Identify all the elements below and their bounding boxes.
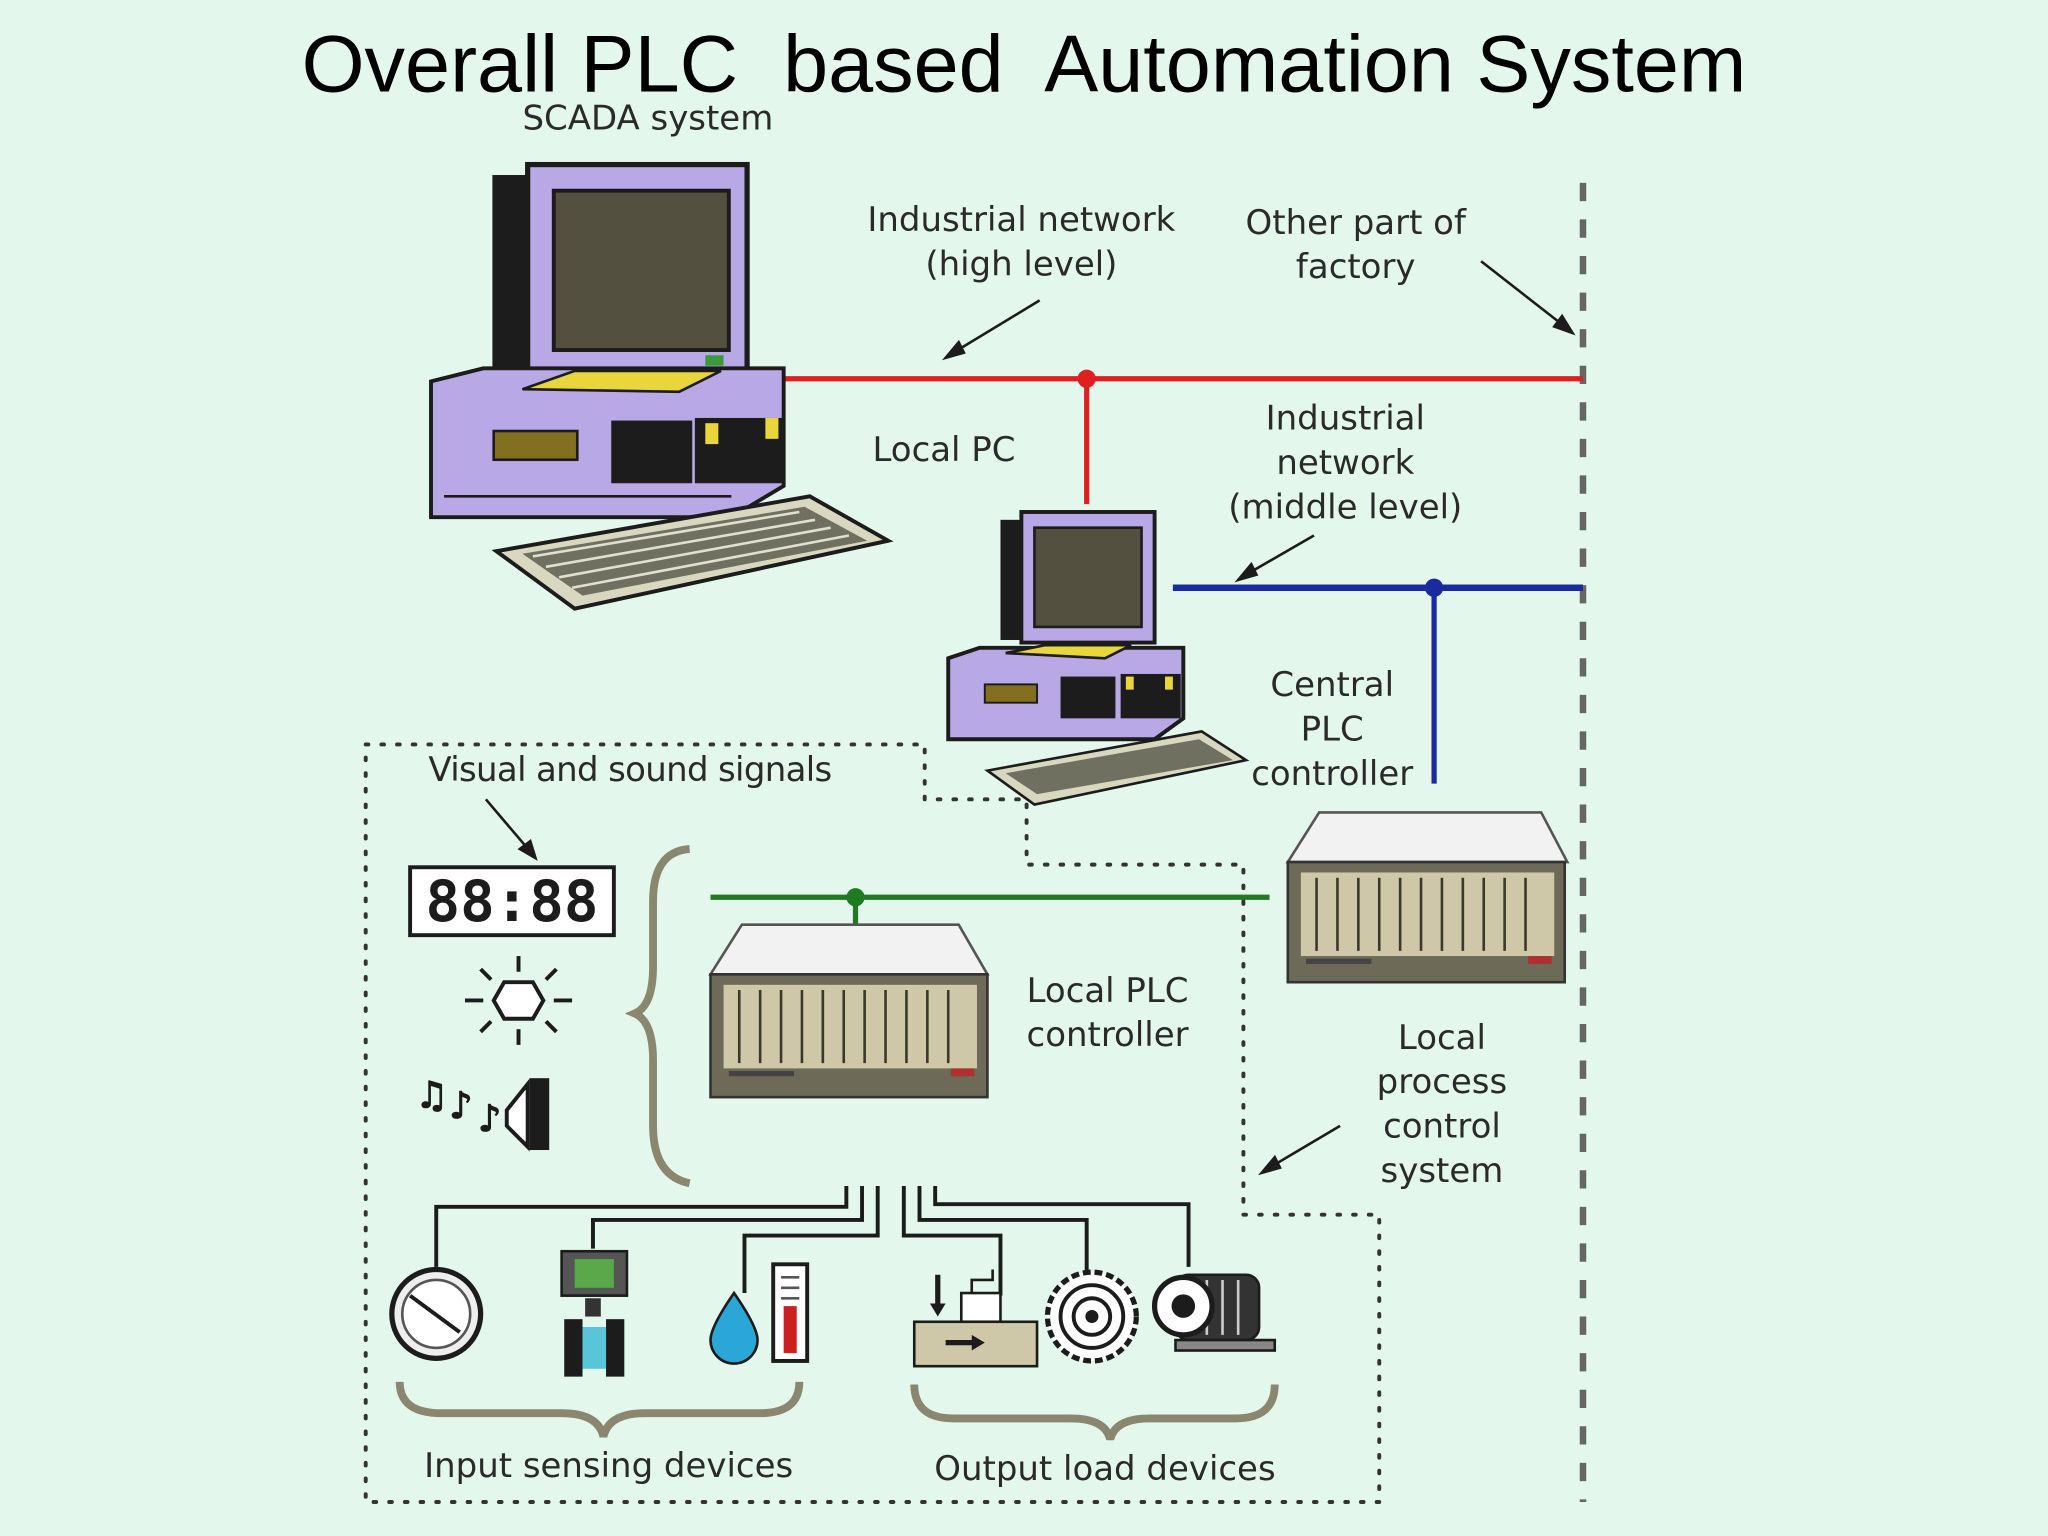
output-devices-brace	[910, 1384, 1279, 1441]
visual-sound-signals-label: Visual and sound signals	[428, 751, 832, 791]
diagram-title: Overall PLC based Automation System	[301, 19, 1747, 110]
high-level-network-label: Industrial network (high level)	[867, 201, 1176, 285]
output-load-devices-label: Output load devices	[934, 1449, 1276, 1489]
signals-brace	[624, 845, 691, 1188]
thermometer-icon	[771, 1262, 810, 1363]
local-network	[710, 888, 1270, 925]
input-sensing-devices-label: Input sensing devices	[424, 1447, 794, 1487]
annotation-arrows	[484, 260, 1576, 1176]
other-part-of-factory-label: Other part of factory	[1245, 203, 1466, 288]
central-plc-label: Central PLC controller	[1251, 666, 1414, 795]
gear-wheel-icon	[1044, 1269, 1139, 1364]
digital-clock-icon: 88:88	[408, 865, 616, 938]
high-level-network	[715, 369, 1583, 505]
pressure-gauge-icon	[389, 1266, 484, 1361]
local-process-boundary	[363, 742, 1382, 1504]
local-pc-icon	[946, 510, 1250, 806]
device-wiring	[434, 1185, 1191, 1296]
svg-text:♪: ♪	[478, 1097, 501, 1140]
siren-speaker-icon: ♫ ♪ ♪	[415, 1073, 550, 1152]
clock-display-text: 88:88	[426, 868, 599, 935]
central-plc-icon	[1285, 811, 1570, 984]
liquid-drop-icon	[709, 1290, 759, 1365]
flow-transmitter-icon	[560, 1249, 629, 1377]
svg-text:♪: ♪	[449, 1084, 472, 1127]
local-plc-label: Local PLC controller	[1026, 971, 1189, 1056]
input-devices-brace	[395, 1381, 804, 1438]
lamp-icon	[464, 956, 573, 1045]
local-process-control-label: Local process control system	[1376, 1018, 1508, 1192]
scada-computer-icon	[429, 161, 894, 611]
middle-level-network	[1172, 578, 1583, 784]
local-pc-label: Local PC	[872, 431, 1016, 471]
valve-actuator-icon	[912, 1269, 1039, 1368]
middle-level-network-label: Industrial network (middle level)	[1228, 399, 1463, 528]
local-plc-icon	[708, 923, 990, 1099]
electric-motor-icon	[1151, 1273, 1277, 1352]
svg-text:♫: ♫	[415, 1074, 448, 1117]
scada-system-label: SCADA system	[522, 99, 774, 139]
